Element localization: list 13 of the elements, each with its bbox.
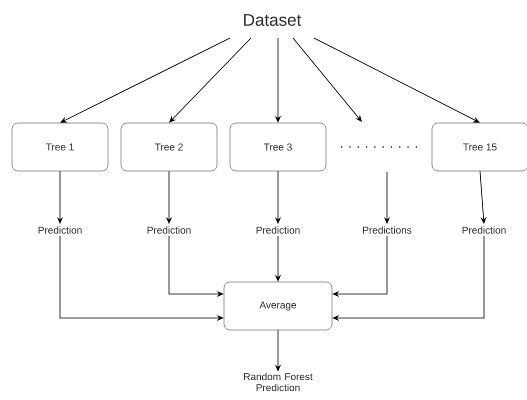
output-label: Prediction xyxy=(462,226,506,234)
process-box: Tree 2 xyxy=(120,122,218,172)
output-label: Prediction xyxy=(148,226,191,234)
output-label: Prediction xyxy=(38,226,82,234)
output-label: Prediction xyxy=(256,226,300,234)
process-box: Tree 15 xyxy=(432,122,527,172)
output-label: Random Forest Prediction xyxy=(244,372,313,392)
arrow xyxy=(292,38,362,122)
dataset-label: Dataset xyxy=(244,14,302,26)
output-label: Predictions xyxy=(363,226,412,234)
process-box: Tree 1 xyxy=(12,122,108,172)
process-box: Average xyxy=(224,282,332,330)
process-box: Tree 3 xyxy=(230,122,326,172)
